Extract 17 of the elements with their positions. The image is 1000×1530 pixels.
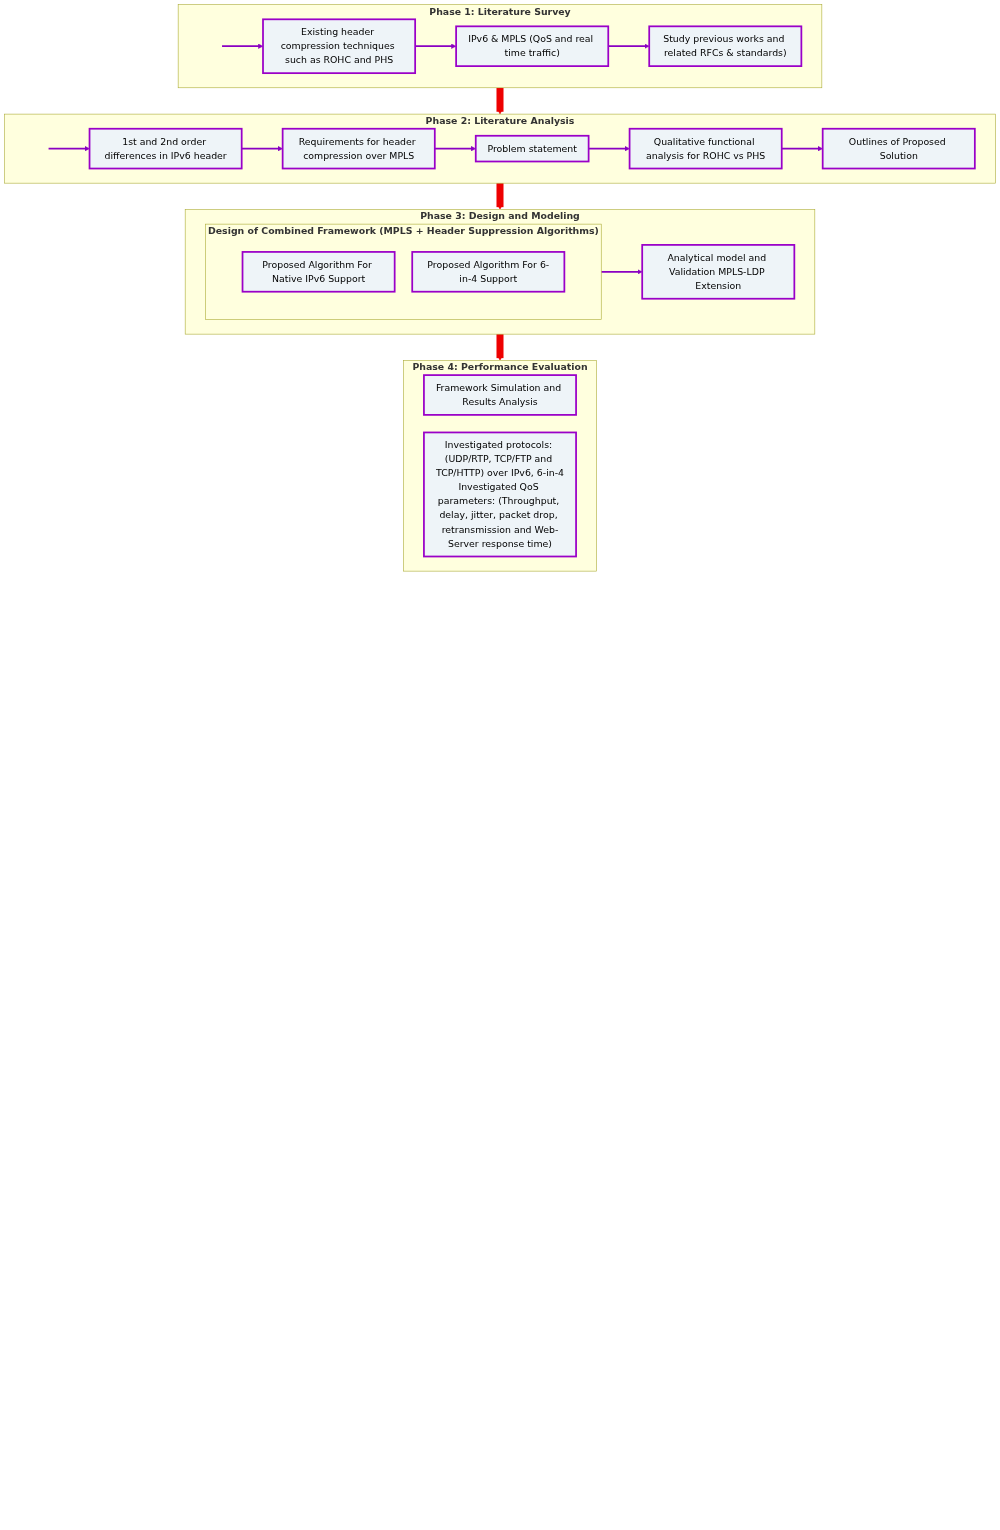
node-box: Problem statement <box>474 134 590 163</box>
node-box: Proposed Algorithm For 6-in-4 Support <box>411 251 566 293</box>
node-box: Study previous works and related RFCs & standards) <box>648 25 803 67</box>
arrow <box>221 43 264 49</box>
arrow <box>496 86 504 115</box>
node-box: Requirements for header compression over MPLS <box>281 127 436 170</box>
node-box: Qualitative functional analysis for ROHC vs PHS <box>628 127 783 170</box>
node-box: IPv6 & MPLS (QoS and real time traffic) <box>455 25 610 67</box>
arrow <box>600 269 643 275</box>
node-box: 1st and 2nd order differences in IPv6 header <box>88 127 243 170</box>
node-box: Framework Simulation and Results Analysis <box>423 374 577 416</box>
node-box: Outlines of Proposed Solution <box>821 127 976 170</box>
node-box: Proposed Algorithm For Native IPv6 Support <box>241 251 396 293</box>
arrow <box>47 146 90 152</box>
node-box: Investigated protocols: (UDP/RTP, TCP/FTP and TCP/HTTP) over IPv6, 6-in-4 Investigated QoS parameters: (Throughput, delay, jitter, packet drop, retransmission and Web-Server response time) <box>423 431 577 558</box>
node-box: Existing header compression techniques such as ROHC and PHS <box>262 18 417 75</box>
node-box: Analytical model and Validation MPLS-LDP Extension <box>641 244 796 300</box>
